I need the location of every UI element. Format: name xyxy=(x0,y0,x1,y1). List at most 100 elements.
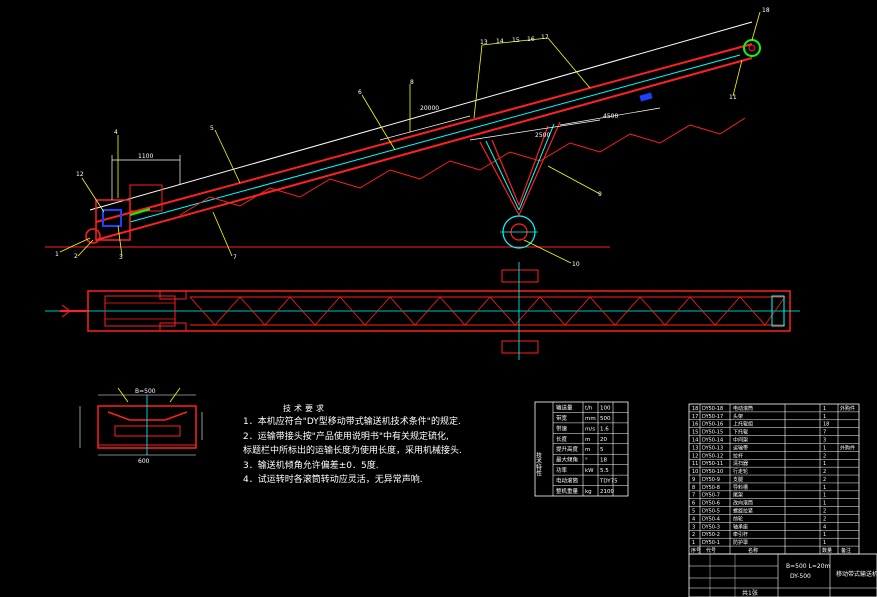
spec-name: 提升高度 xyxy=(556,445,579,453)
spec-value: 2100 xyxy=(600,489,614,495)
spec-unit: m/s xyxy=(585,426,595,432)
callout-16: 16 xyxy=(527,36,535,43)
parts-code: DY50-12 xyxy=(702,453,723,459)
parts-qty: 1 xyxy=(823,445,826,451)
parts-name: 支腿 xyxy=(733,476,743,483)
dim-mid3: 4500 xyxy=(603,113,618,120)
parts-no: 12 xyxy=(692,453,698,459)
spec-value: 100 xyxy=(600,405,611,411)
notes-title: 技术要求 xyxy=(283,404,327,413)
parts-qty: 2 xyxy=(823,453,826,459)
parts-no: 1 xyxy=(692,540,695,546)
parts-name: 防护罩 xyxy=(733,539,748,546)
parts-code: DY50-4 xyxy=(702,516,720,522)
spec-unit: mm xyxy=(585,416,596,422)
parts-no: 6 xyxy=(692,501,695,507)
parts-note: 外购件 xyxy=(840,405,855,412)
parts-code: DY50-6 xyxy=(702,501,720,507)
parts-qty: 1 xyxy=(823,501,826,507)
title-sheet: 共1张 xyxy=(742,589,758,597)
note-item: 1．本机应符合"DY型移动带式输送机技术条件"的规定. xyxy=(243,417,461,427)
parts-name: 改向滚筒 xyxy=(733,500,753,507)
note-item: 标题栏中所标出的运输长度为使用长度，采用机械接头. xyxy=(243,446,462,456)
spec-name: 整机重量 xyxy=(556,487,579,495)
callout-1: 1 xyxy=(55,251,59,258)
parts-code: DY50-8 xyxy=(702,485,720,491)
elevation-view xyxy=(45,11,761,264)
parts-name: 电动滚筒 xyxy=(733,405,753,412)
parts-list xyxy=(688,403,860,555)
parts-name: 牵引杆 xyxy=(733,531,748,538)
callout-12: 12 xyxy=(76,171,84,178)
note-item: 4．试运转时各滚筒转动应灵活，无异常声响. xyxy=(243,475,423,485)
parts-no: 15 xyxy=(692,430,698,436)
parts-no: 17 xyxy=(692,414,698,420)
spec-unit: m xyxy=(585,447,590,453)
parts-header-note: 备注 xyxy=(841,547,851,554)
spec-name: 输送量 xyxy=(556,403,573,411)
callout-9: 9 xyxy=(598,191,602,198)
parts-name: 尾架 xyxy=(733,493,743,499)
spec-value: 1.6 xyxy=(600,426,609,432)
parts-header-code: 代号 xyxy=(706,547,716,554)
dimension-labels: 1100 20000 2500 4500 xyxy=(138,105,618,160)
parts-qty: 1 xyxy=(823,406,826,412)
parts-code: DY50-13 xyxy=(702,445,723,451)
section-labels: B=500 600 xyxy=(135,388,156,465)
spec-name: 带速 xyxy=(556,425,568,432)
parts-no: 5 xyxy=(692,509,695,515)
cross-section xyxy=(79,387,203,456)
parts-note: 外购件 xyxy=(840,444,855,451)
spec-name: 功率 xyxy=(556,466,568,474)
spec-unit: ° xyxy=(585,458,588,464)
parts-code: DY50-2 xyxy=(702,532,720,538)
title-name: 移动带式输送机 xyxy=(836,570,877,578)
parts-header-name: 名称 xyxy=(748,547,758,554)
parts-code: DY50-10 xyxy=(702,469,723,475)
parts-qty: 1 xyxy=(823,540,826,546)
dim-mid2: 2500 xyxy=(535,132,550,139)
parts-name: 行走轮 xyxy=(733,468,748,475)
parts-no: 4 xyxy=(692,516,695,522)
note-item: 3．输送机倾角允许偏差±0．5度. xyxy=(243,460,379,471)
callout-3: 3 xyxy=(119,254,123,261)
parts-qty: 18 xyxy=(823,422,829,428)
parts-qty: 3 xyxy=(823,437,826,443)
parts-no: 14 xyxy=(692,437,698,443)
parts-no: 8 xyxy=(692,485,695,491)
dim-section-bottom: 600 xyxy=(138,458,150,465)
parts-code: DY50-18 xyxy=(702,406,723,412)
parts-no: 18 xyxy=(692,406,698,412)
parts-no: 9 xyxy=(692,477,695,483)
title-sub: DY-500 xyxy=(790,573,811,580)
spec-name: 带宽 xyxy=(556,414,568,422)
spec-value: 5.5 xyxy=(600,468,609,474)
parts-name: 上托辊组 xyxy=(733,421,753,428)
spec-name: 最大倾角 xyxy=(556,456,578,464)
spec-name: 电动滚筒 xyxy=(556,477,579,485)
parts-name: 前轮 xyxy=(733,515,743,522)
parts-name: 拉杆 xyxy=(733,452,743,459)
callout-18: 18 xyxy=(762,7,770,14)
parts-qty: 1 xyxy=(823,485,826,491)
callout-15: 15 xyxy=(512,37,520,44)
parts-code: DY50-1 xyxy=(702,540,720,546)
parts-name: 下托辊 xyxy=(733,429,748,436)
note-item: 2．运输带接头按"产品使用说明书"中有关规定硫化, xyxy=(243,431,449,442)
callout-labels: 1 2 3 4 5 6 7 8 9 10 11 12 13 14 15 16 1… xyxy=(55,7,770,268)
parts-name: 头架 xyxy=(733,413,743,420)
parts-code: DY50-7 xyxy=(702,493,720,499)
parts-qty: 1 xyxy=(823,461,826,467)
parts-qty: 2 xyxy=(823,509,826,515)
callout-13: 13 xyxy=(480,39,488,46)
parts-code: DY50-15 xyxy=(702,430,723,436)
parts-qty: 2 xyxy=(823,516,826,522)
parts-no: 13 xyxy=(692,445,698,451)
callout-11: 11 xyxy=(729,94,737,101)
parts-name: 清扫器 xyxy=(733,460,748,467)
title-block xyxy=(688,553,877,597)
parts-no: 11 xyxy=(692,461,698,467)
parts-header-no: 序号 xyxy=(691,547,701,554)
spec-unit: kg xyxy=(585,489,592,495)
